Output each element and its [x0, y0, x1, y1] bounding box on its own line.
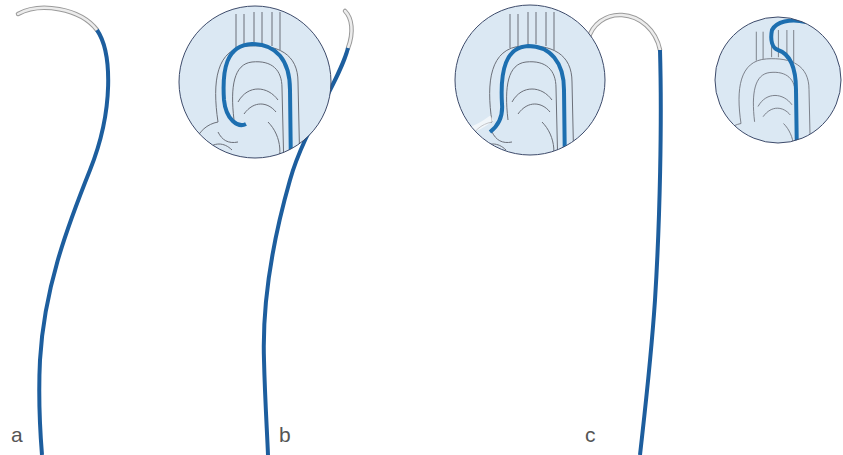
- figure-letter: b: [279, 424, 291, 445]
- figure-letter: a: [11, 424, 23, 445]
- figure-letter: c: [585, 424, 596, 445]
